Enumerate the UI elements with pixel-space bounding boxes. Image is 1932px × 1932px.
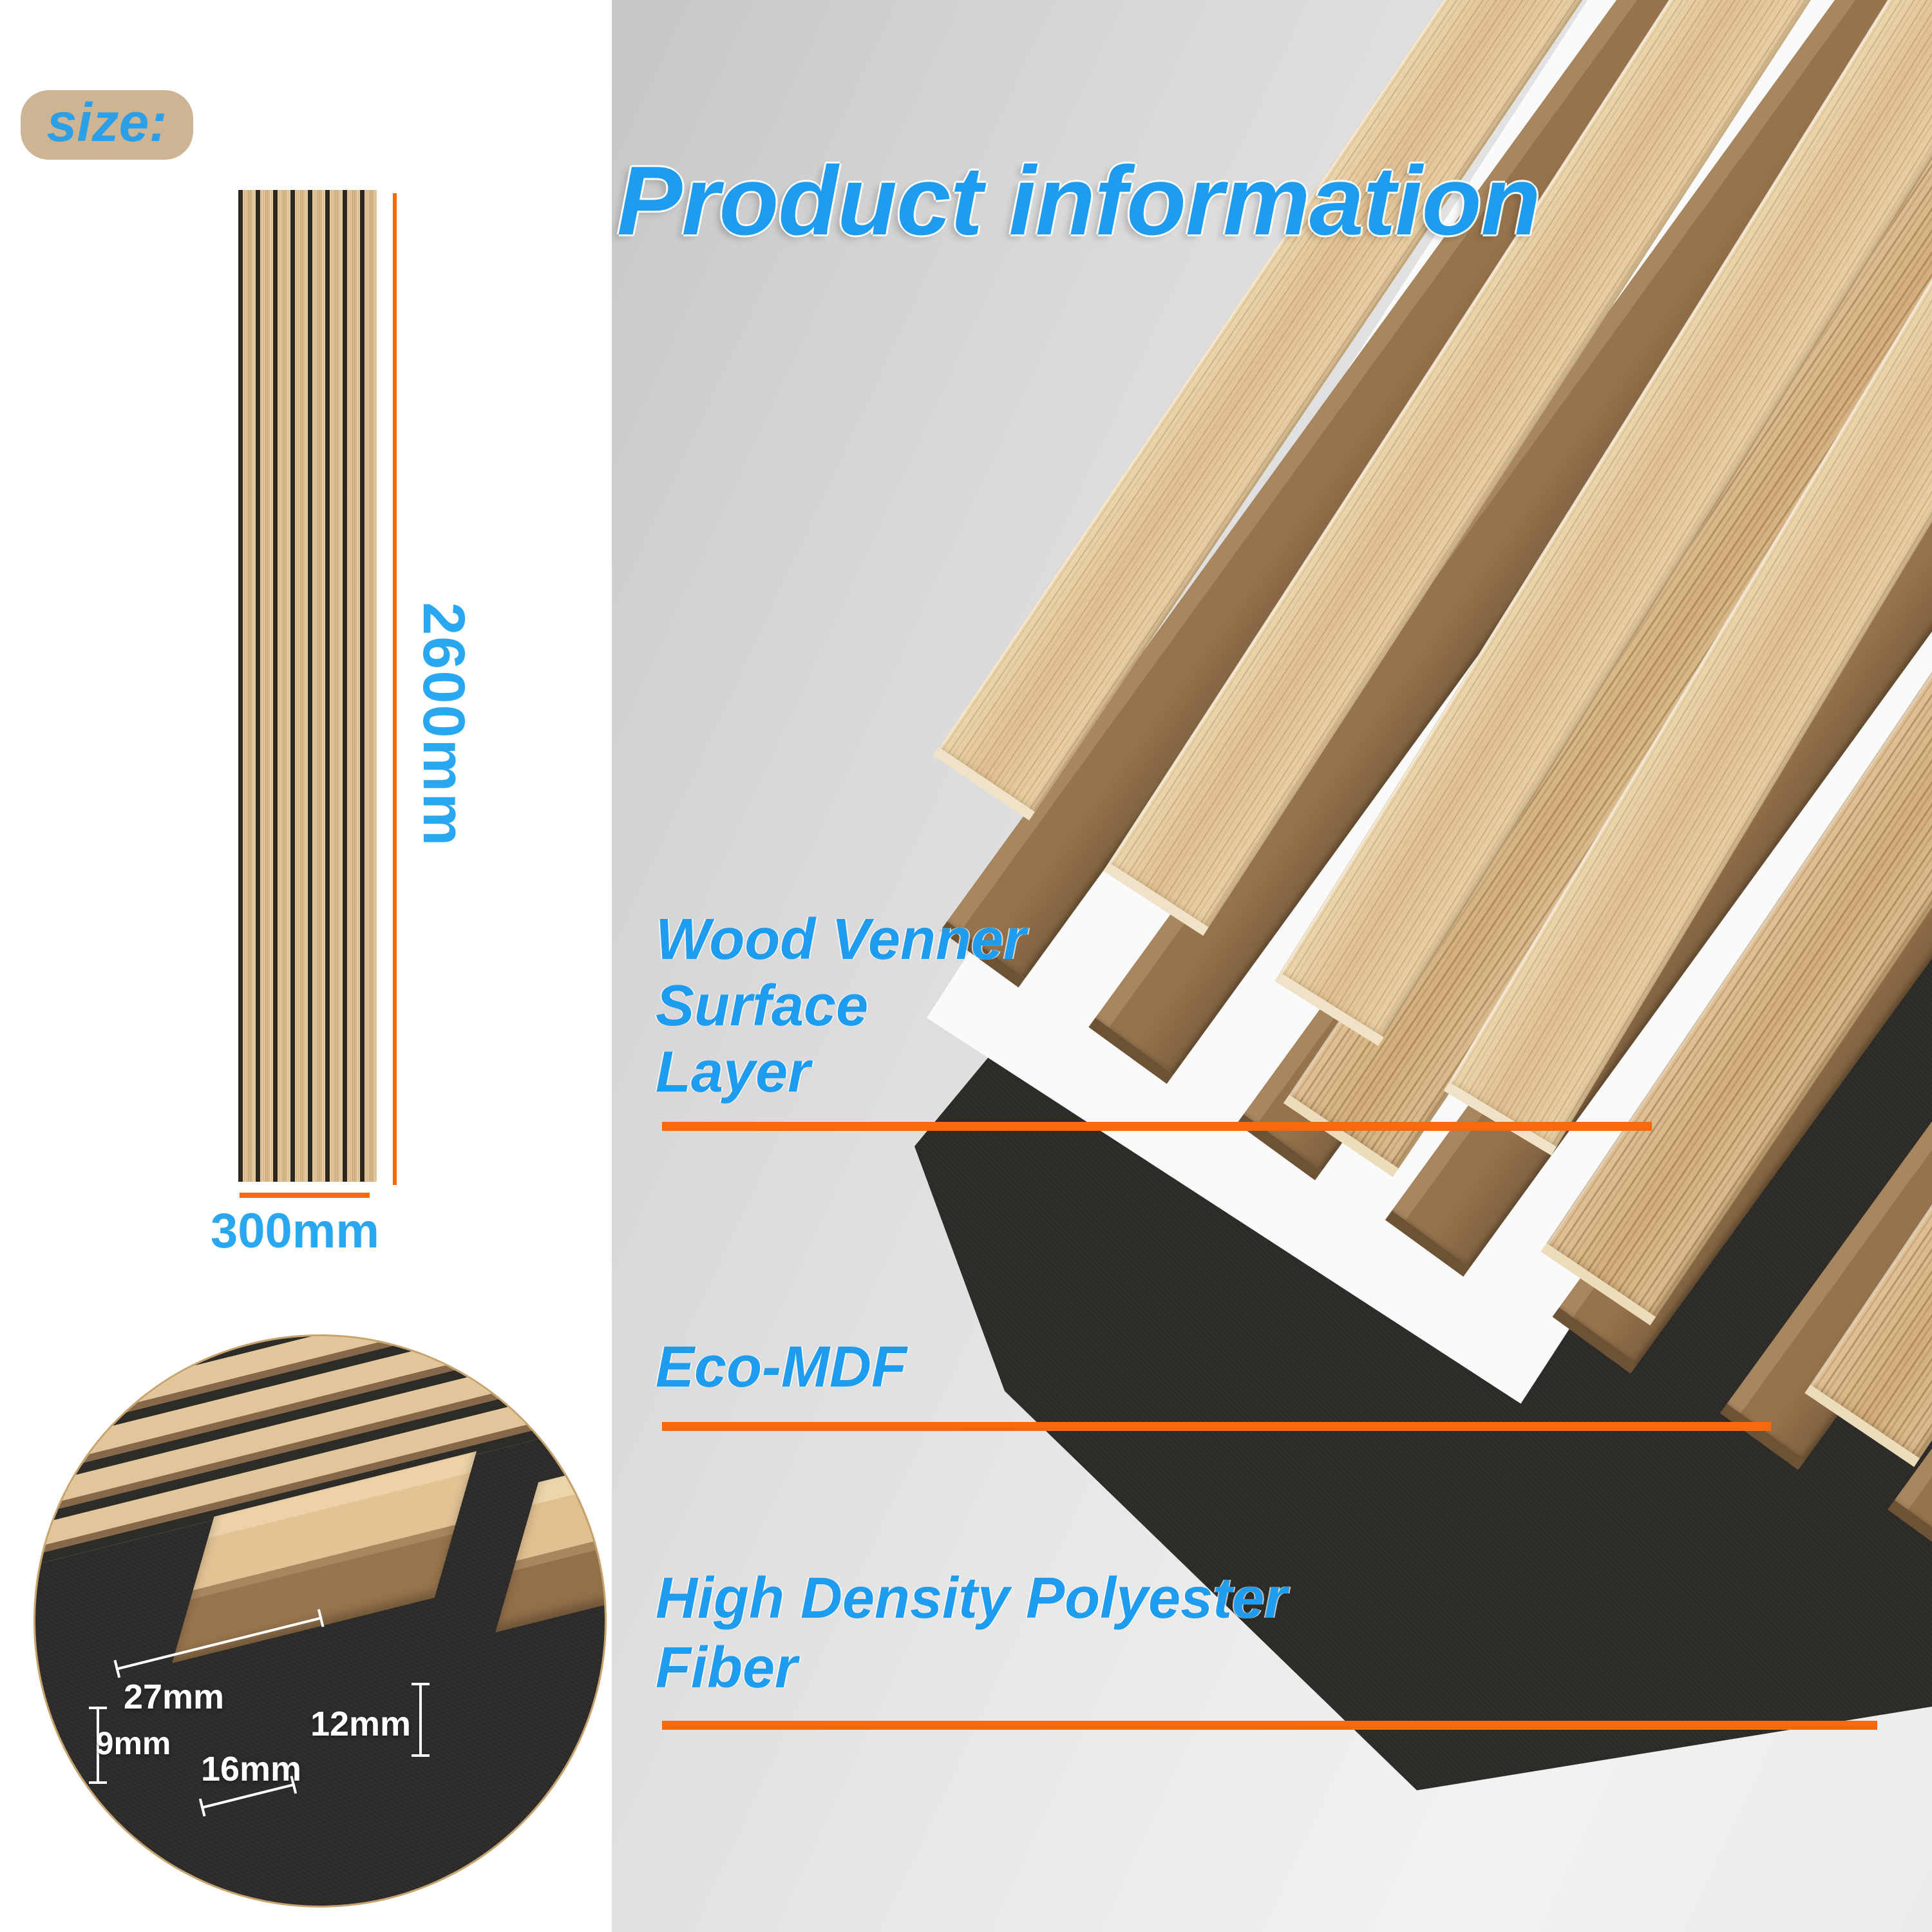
cross-section-inset: 27mm 9mm 16mm 12mm — [33, 1334, 607, 1908]
width-dimension-line — [240, 1193, 370, 1198]
size-badge-label: size: — [46, 91, 167, 153]
size-badge: size: — [21, 90, 193, 160]
dim-12mm: 12mm — [310, 1705, 412, 1743]
height-dimension-line — [393, 193, 397, 1185]
bracket-12mm — [412, 1683, 430, 1757]
dim-16mm: 16mm — [200, 1750, 302, 1788]
label-eco-mdf: Eco-MDF — [656, 1335, 907, 1399]
underline-polyester-fiber — [662, 1721, 1877, 1730]
height-dimension-label: 2600mm — [411, 602, 477, 848]
page-title: Product information — [617, 146, 1540, 256]
dim-9mm: 9mm — [95, 1725, 171, 1761]
underline-wood-veneer — [662, 1122, 1652, 1131]
slat-panel-front-view — [238, 190, 377, 1182]
product-3d-scene — [612, 0, 1932, 1932]
underline-eco-mdf — [662, 1422, 1771, 1431]
bracket-9mm — [89, 1707, 107, 1784]
width-dimension-label: 300mm — [211, 1204, 379, 1258]
dim-27mm: 27mm — [123, 1678, 225, 1716]
